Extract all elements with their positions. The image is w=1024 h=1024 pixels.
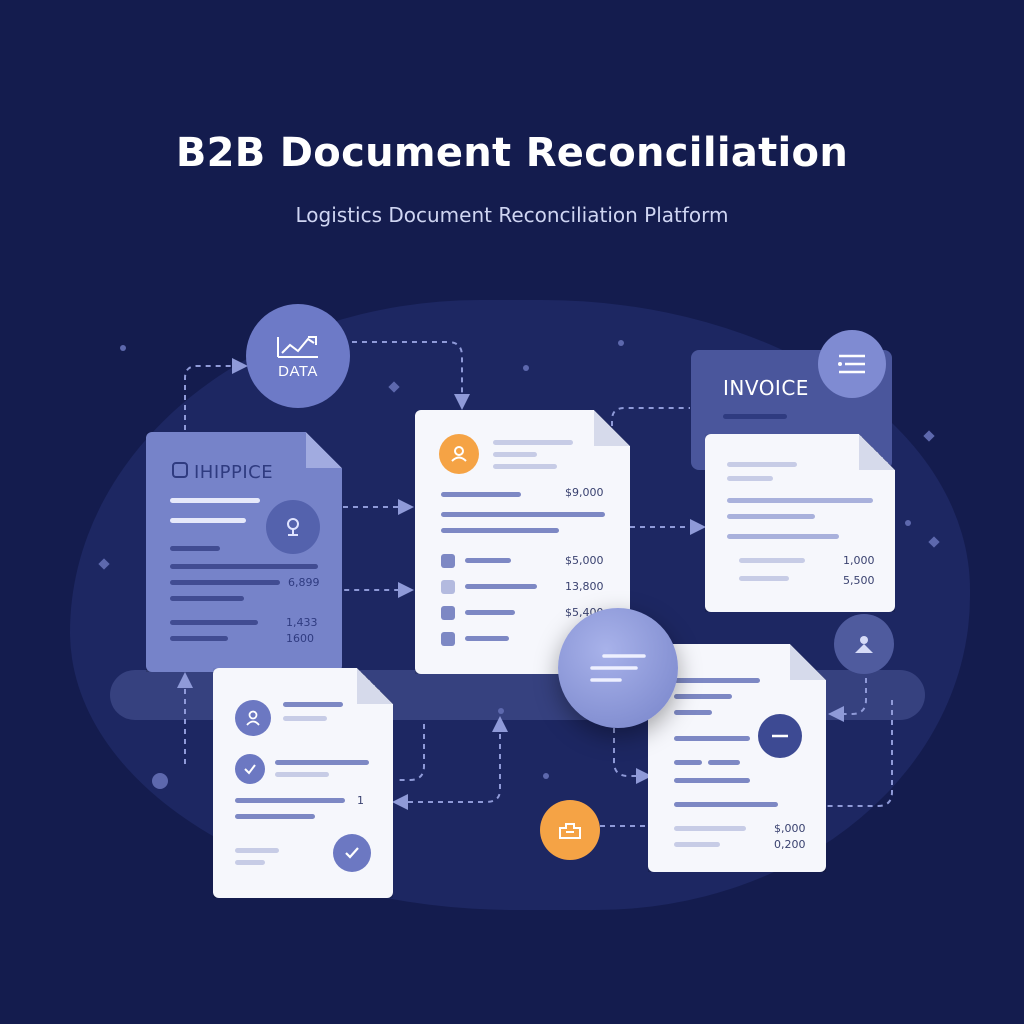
decor-dot <box>152 773 168 789</box>
page-title: B2B Document Reconciliation <box>175 130 849 176</box>
decor-dot <box>905 520 911 526</box>
person-node-icon[interactable] <box>834 614 894 674</box>
confirm-value: 1 <box>357 794 364 807</box>
order-total: $9,000 <box>565 486 604 499</box>
shipment-doc-title: IHIPPICE <box>194 462 274 483</box>
box-icon[interactable] <box>540 800 600 860</box>
shipment-value: 1600 <box>286 632 314 645</box>
decor-dot <box>498 708 504 714</box>
invoice-document[interactable]: 1,000 5,500 <box>705 434 895 612</box>
ledger-document[interactable]: $,000 0,200 <box>648 644 826 872</box>
chart-icon <box>277 335 318 358</box>
page-subtitle: Logistics Document Reconciliation Platfo… <box>295 203 729 227</box>
invoice-value: 1,000 <box>843 554 875 567</box>
person-icon <box>235 700 271 736</box>
decor-dot <box>543 773 549 779</box>
doc-status-icon <box>172 462 188 478</box>
minus-icon[interactable] <box>758 714 802 758</box>
data-node-label: DATA <box>278 362 318 380</box>
list-icon[interactable] <box>818 330 886 398</box>
line-checkbox[interactable] <box>441 606 455 620</box>
ledger-value: 0,200 <box>774 838 806 851</box>
confirmation-document[interactable]: 1 <box>213 668 393 898</box>
invoice-title: INVOICE <box>723 376 809 400</box>
decor-dot <box>523 365 529 371</box>
order-line-value: 13,800 <box>565 580 604 593</box>
stamp-icon <box>266 500 320 554</box>
decor-dot <box>618 340 624 346</box>
decor-dot <box>120 345 126 351</box>
line-checkbox[interactable] <box>441 580 455 594</box>
shipment-value: 1,433 <box>286 616 318 629</box>
order-line-value: $5,000 <box>565 554 604 567</box>
line-checkbox[interactable] <box>441 632 455 646</box>
shipment-value: 6,899 <box>288 576 320 589</box>
shipment-document[interactable]: IHIPPICE 6,899 1,433 1600 <box>146 432 342 672</box>
chat-icon[interactable] <box>558 608 678 728</box>
approve-check-icon[interactable] <box>333 834 371 872</box>
line-checkbox[interactable] <box>441 554 455 568</box>
user-icon <box>439 434 479 474</box>
data-node[interactable]: DATA <box>246 304 350 408</box>
invoice-value: 5,500 <box>843 574 875 587</box>
check-icon <box>235 754 265 784</box>
ledger-value: $,000 <box>774 822 806 835</box>
